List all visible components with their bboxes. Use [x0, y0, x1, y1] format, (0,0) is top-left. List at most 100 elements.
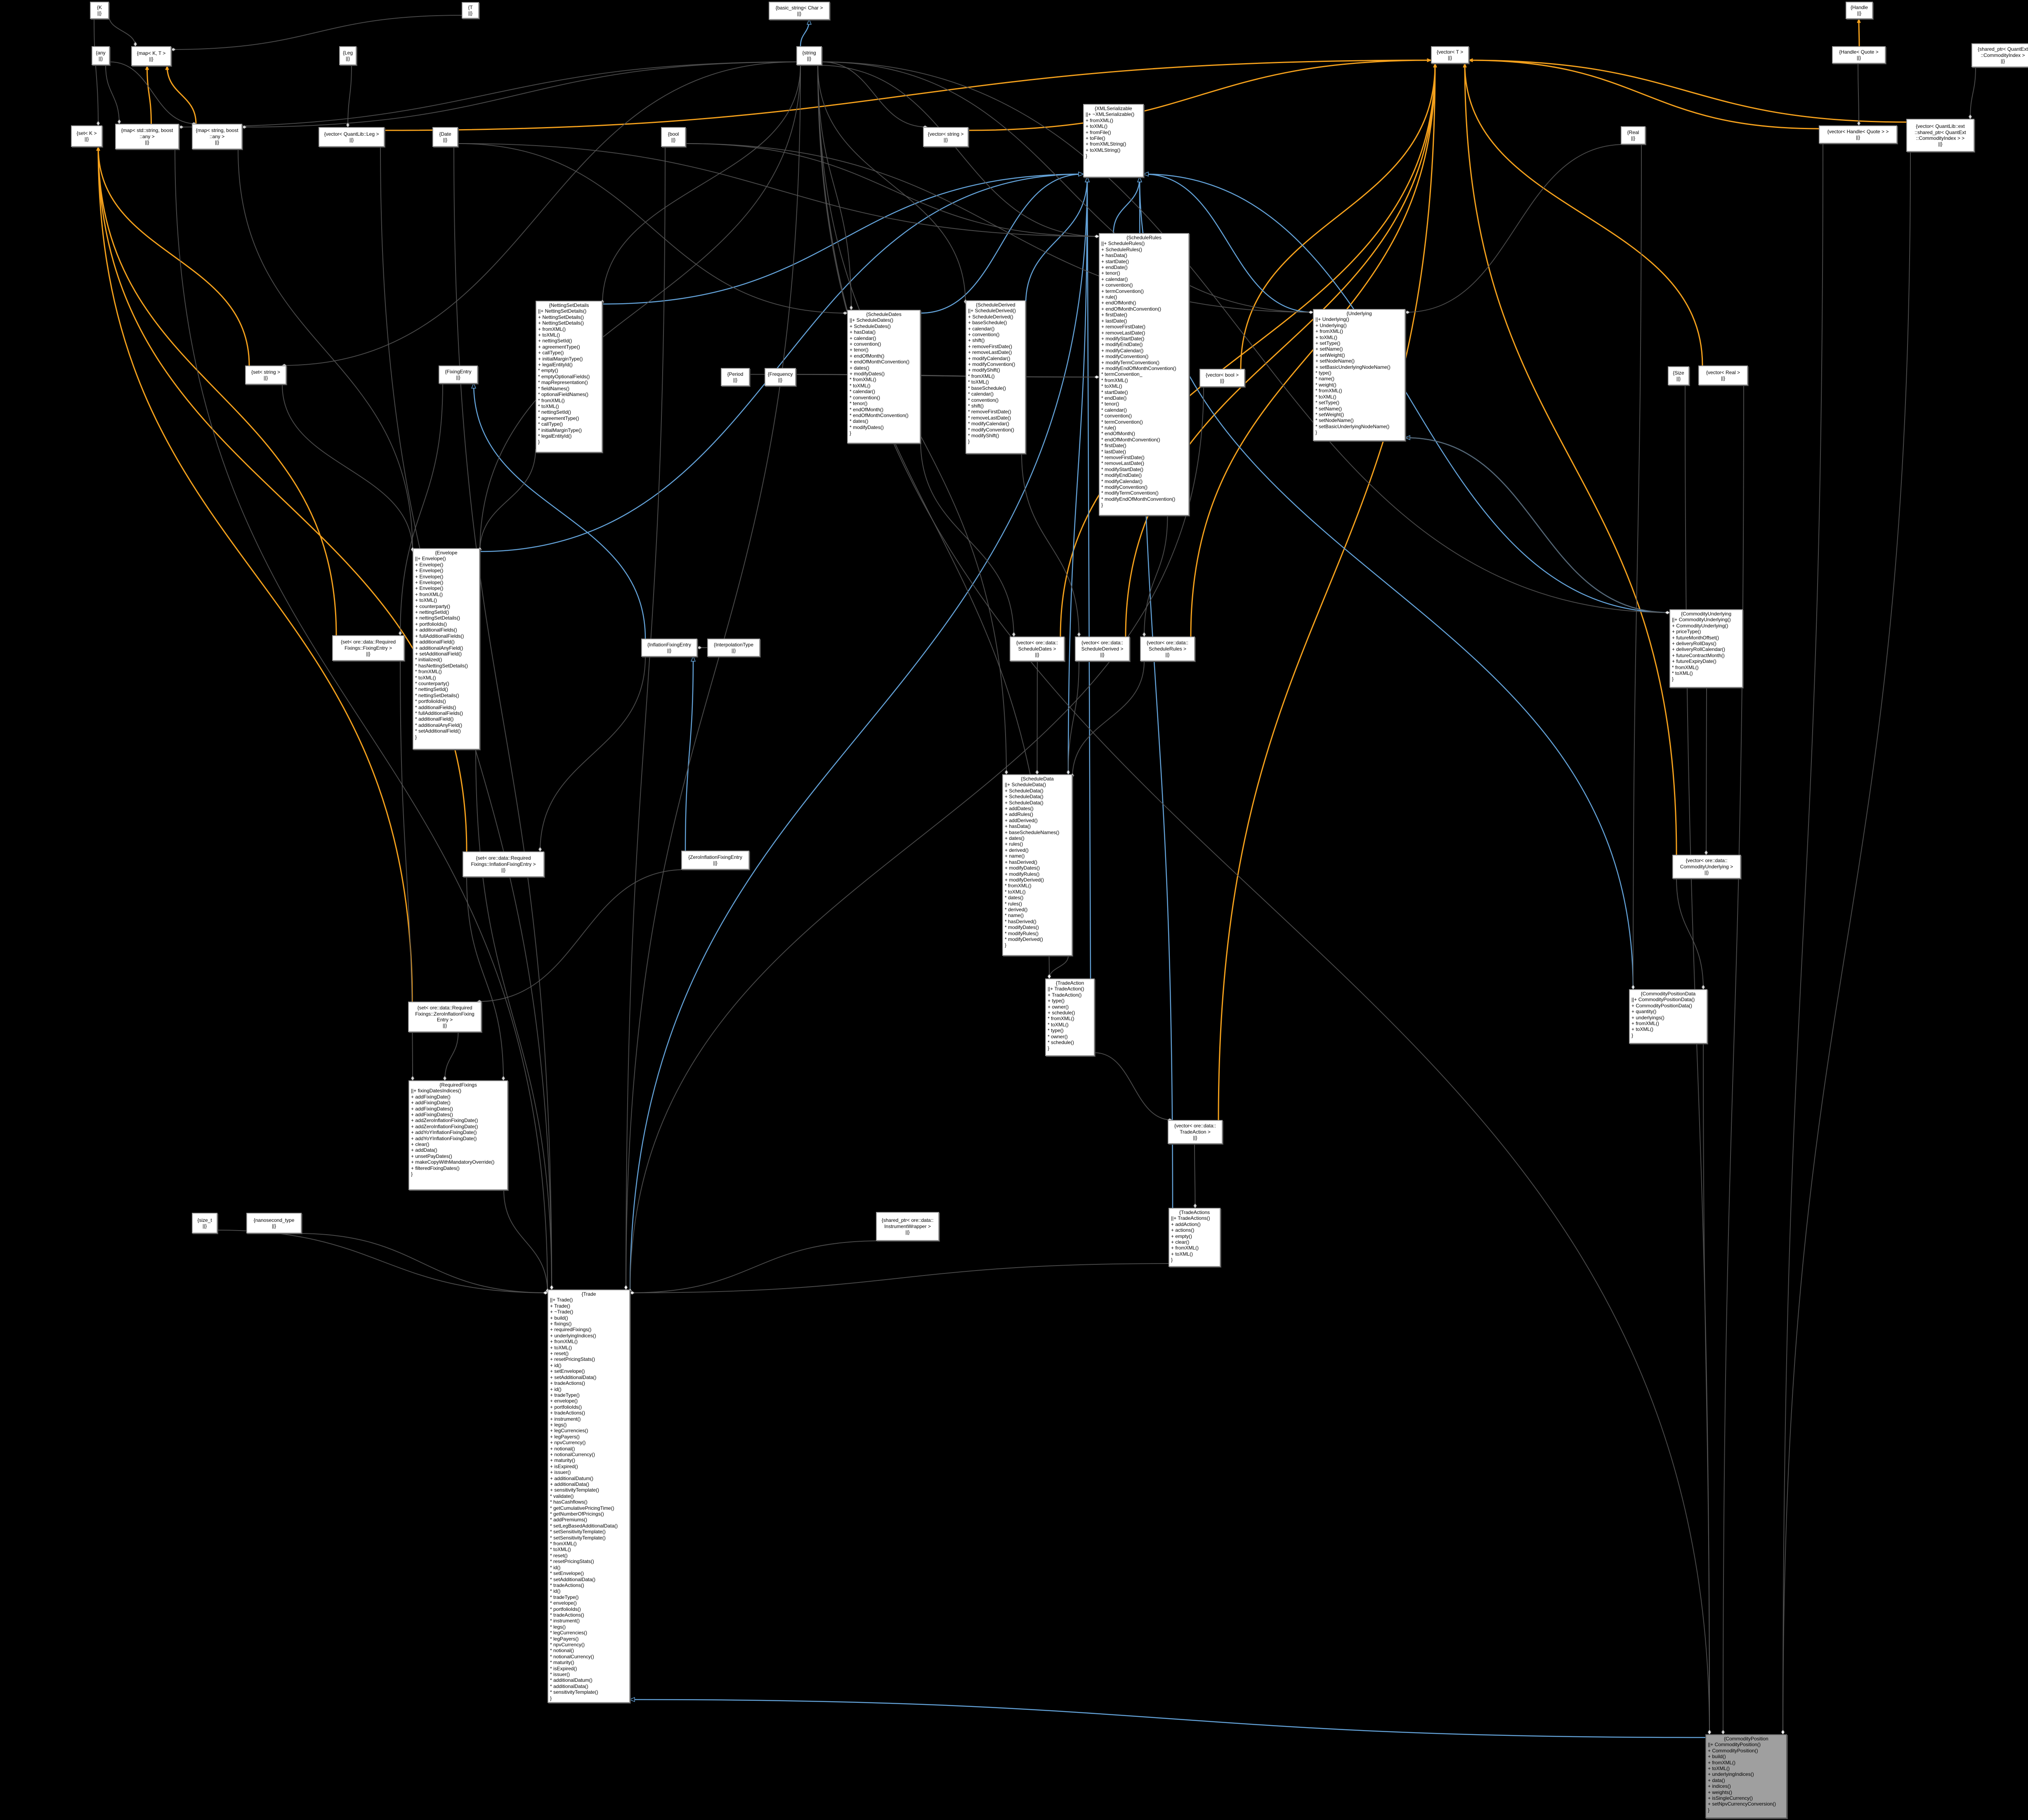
class-node-size[interactable]: {Size||}: [1668, 366, 1689, 385]
edge-scheddates-to-xmlser: [920, 174, 1083, 314]
member-line: * fromXML(): [538, 397, 565, 403]
class-node-vect[interactable]: {vector< T >||}: [1431, 46, 1469, 64]
member-line: * rules(): [1005, 901, 1022, 907]
class-node-k[interactable]: {K||}: [90, 2, 109, 19]
class-node-commund[interactable]: {CommodityUnderlying||+ CommodityUnderly…: [1669, 609, 1743, 688]
member-line: + additionalData(): [550, 1481, 590, 1487]
member-line: + futureContractMonth(): [1672, 652, 1725, 658]
member-line: + toXML(): [1171, 1251, 1193, 1257]
member-line: * getNumberOfPricings(): [550, 1511, 604, 1517]
member-line: * toXML(): [968, 379, 989, 385]
class-node-date[interactable]: {Date||}: [432, 127, 458, 147]
node-title: {NettingSetDetails: [549, 302, 589, 308]
class-node-setk[interactable]: {set< K >||}: [71, 125, 102, 147]
member-line: * calendar(): [968, 391, 994, 397]
class-node-mapkt[interactable]: {map< K, T >||}: [131, 46, 171, 66]
class-node-interptype[interactable]: {InterpolationType||}: [707, 639, 760, 657]
class-node-vecscheddates[interactable]: {vector< ore::data::ScheduleDates >||}: [1010, 637, 1065, 661]
node-title: {vector< bool >: [1205, 372, 1239, 378]
member-line: * addPremiums(): [550, 1517, 588, 1523]
node-title: {Handle: [1850, 4, 1868, 10]
class-node-t[interactable]: {T||}: [462, 2, 479, 19]
class-node-vecleg[interactable]: {vector< QuantLib::Leg >||}: [319, 127, 385, 147]
class-node-vecstring[interactable]: {vector< string >||}: [923, 127, 968, 147]
class-node-vecreal[interactable]: {vector< Real >||}: [1698, 365, 1748, 385]
member-line: * portfolioIds(): [415, 698, 446, 705]
edge-real-to-cpdata: [1633, 144, 1642, 989]
class-node-nanosec[interactable]: {nanosecond_type||}: [246, 1213, 302, 1233]
class-node-zeroinflfix[interactable]: {ZeroInflationFixingEntry||}: [681, 851, 749, 870]
class-node-hquote[interactable]: {Handle< Quote >||}: [1832, 46, 1886, 64]
class-node-handle[interactable]: {Handle||}: [1846, 2, 1873, 19]
edge-zeroinflfix-to-setzerofix: [477, 869, 686, 1002]
class-node-sizet[interactable]: {size_t||}: [192, 1213, 217, 1233]
member-line: + modifyEndDate(): [1101, 342, 1143, 348]
member-line: * resetPricingStats(): [550, 1558, 594, 1565]
class-node-any[interactable]: {any||}: [92, 46, 110, 65]
class-node-vectradeaction[interactable]: {vector< ore::data::TradeAction >||}: [1168, 1120, 1223, 1144]
member-line: + addAction(): [1171, 1221, 1201, 1227]
member-line: * endOfMonthConvention(): [1101, 436, 1160, 443]
class-node-bool[interactable]: {bool||}: [661, 127, 686, 147]
class-node-fixentry[interactable]: {FixingEntry||}: [439, 365, 478, 384]
class-node-setstring[interactable]: {set< string >||}: [245, 365, 286, 384]
class-node-requiredfix[interactable]: {RequiredFixings||+ fixingDatesIndices()…: [408, 1080, 508, 1190]
class-node-sptrcidx[interactable]: {shared_ptr< QuantExt::CommodityIndex >|…: [1971, 43, 2028, 67]
class-node-vecschedrules[interactable]: {vector< ore::data::ScheduleRules >||}: [1140, 637, 1195, 661]
member-line: * fieldNames(): [538, 385, 570, 391]
class-node-vecschedderived[interactable]: {vector< ore::data::ScheduleDerived >||}: [1075, 637, 1130, 661]
class-node-envelope[interactable]: {Envelope||+ Envelope()+ Envelope()+ Env…: [413, 548, 480, 750]
class-node-cpdata[interactable]: {CommodityPositionData||+ CommodityPosit…: [1629, 989, 1707, 1044]
class-node-scheddata[interactable]: {ScheduleData||+ ScheduleData()+ Schedul…: [1002, 774, 1072, 956]
class-node-nettingset[interactable]: {NettingSetDetails||+ NettingSetDetails(…: [536, 301, 602, 453]
class-node-freq[interactable]: {Frequency||}: [765, 368, 796, 386]
class-node-leg[interactable]: {Leg||}: [339, 46, 356, 65]
member-line: * hasNettingSetDetails(): [415, 662, 468, 669]
class-node-vechquote[interactable]: {vector< Handle< Quote > >||}: [1819, 125, 1897, 144]
node-title: {FixingEntry: [445, 368, 472, 375]
member-line: * fromXML(): [1315, 388, 1342, 394]
class-node-trade[interactable]: {Trade||+ Trade()+ Trade()+ ~Trade()+ bu…: [548, 1290, 630, 1703]
class-node-period[interactable]: {Period||}: [721, 368, 750, 386]
class-node-mapstrany[interactable]: {map< string, boost::any >||}: [192, 124, 242, 149]
class-node-mapstdany[interactable]: {map< std::string, boost::any >||}: [115, 124, 179, 149]
class-node-tradeactions[interactable]: {TradeActions||+ TradeActions()+ addActi…: [1169, 1208, 1221, 1267]
member-line: + rules(): [1005, 841, 1023, 847]
class-node-underlying[interactable]: {Underlying||+ Underlying()+ Underlying(…: [1313, 309, 1405, 441]
member-line: + addFixingDates(): [411, 1106, 453, 1112]
member-line: * setSensitivityTemplate(): [550, 1529, 606, 1535]
class-node-veccidx[interactable]: {vector< QuantLib::ext::shared_ptr< Quan…: [1906, 119, 1974, 152]
node-title: {vector< ore::data::: [1016, 640, 1058, 646]
class-node-scheddates[interactable]: {ScheduleDates||+ ScheduleDates()+ Sched…: [847, 310, 921, 443]
class-node-sptrinstr[interactable]: {shared_ptr< ore::data::InstrumentWrappe…: [876, 1212, 939, 1241]
class-node-string[interactable]: {string||}: [796, 46, 822, 65]
member-line: * mapRepresentation(): [538, 380, 588, 386]
class-node-schedrules[interactable]: {ScheduleRules||+ ScheduleRules()+ Sched…: [1099, 233, 1189, 516]
member-line: ||}: [2000, 58, 2005, 64]
class-node-xmlser[interactable]: {XMLSerializable||+ ~XMLSerializable()+ …: [1083, 104, 1144, 177]
member-line: ||}: [366, 651, 371, 657]
member-line: ||+ ScheduleRules(): [1101, 240, 1145, 247]
class-node-real[interactable]: {Real||}: [1621, 126, 1646, 144]
node-title: {ScheduleDates: [866, 311, 902, 317]
member-line: * hasCashflows(): [550, 1499, 588, 1505]
member-line: + removeFirstDate(): [1101, 324, 1146, 330]
class-node-veccommund[interactable]: {vector< ore::data::CommodityUnderlying …: [1672, 855, 1741, 879]
class-node-cpos[interactable]: {CommodityPosition||+ CommodityPosition(…: [1705, 1734, 1787, 1818]
class-node-vecbool[interactable]: {vector< bool >||}: [1199, 369, 1245, 387]
member-line: ||}: [713, 860, 718, 866]
class-node-schedderived[interactable]: {ScheduleDerived||+ ScheduleDerived()+ S…: [966, 300, 1026, 454]
member-line: * validate(): [550, 1493, 574, 1499]
class-node-inflfix[interactable]: {InflationFixingEntry||}: [641, 639, 697, 657]
node-title: {any: [96, 50, 106, 56]
member-line: * legs(): [550, 1624, 566, 1630]
edge-veccommund-to-vect: [1465, 64, 1677, 855]
member-line: + envelope(): [550, 1398, 578, 1404]
member-line: ||}: [345, 56, 350, 61]
member-line: + modifyConvention(): [968, 361, 1015, 368]
class-node-bstring[interactable]: {basic_string< Char >||}: [769, 2, 830, 20]
class-node-tradeaction[interactable]: {TradeAction||+ TradeAction()+ TradeActi…: [1045, 978, 1095, 1056]
